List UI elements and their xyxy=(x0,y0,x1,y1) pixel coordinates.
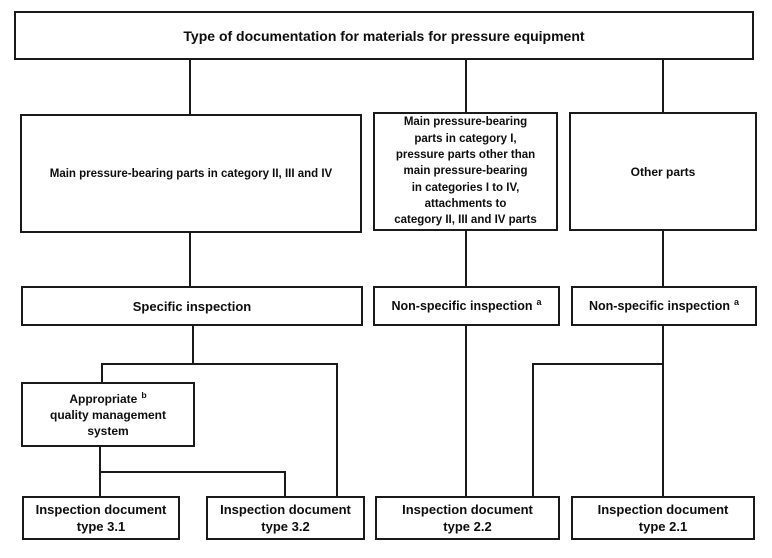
node-label: Main pressure-bearing parts in category … xyxy=(49,167,333,180)
node-other-parts: Other parts xyxy=(569,112,757,231)
connector-nonspecific-to-22 xyxy=(465,324,467,498)
node-label: Other parts xyxy=(630,164,696,179)
connector-right-to-nonspecific xyxy=(662,229,664,288)
connector-right-to-22 xyxy=(532,363,534,498)
node-label: Inspection document type 3.1 xyxy=(35,502,167,534)
connector-qm-split xyxy=(99,471,286,473)
node-title: Type of documentation for materials for … xyxy=(14,11,754,60)
title-label: Type of documentation for materials for … xyxy=(183,27,585,44)
connector-nonspecific-to-21 xyxy=(662,324,664,498)
node-label: Inspection document type 3.2 xyxy=(220,502,351,534)
footnote-marker-a: a xyxy=(733,296,739,307)
node-inspection-doc-2-2: Inspection document type 2.2 xyxy=(375,496,560,540)
connector-specific-to-32 xyxy=(336,363,338,498)
connector-specific-down xyxy=(192,326,194,365)
connector-right-split xyxy=(532,363,664,365)
node-label: Inspection document type 2.2 xyxy=(402,502,533,534)
node-label: Inspection document type 2.1 xyxy=(597,502,729,534)
connector-top-to-mid xyxy=(465,58,467,114)
footnote-marker-a: a xyxy=(536,296,542,307)
footnote-marker-b: b xyxy=(141,389,147,400)
node-label-text: Non-specific inspection xyxy=(391,299,533,313)
node-main-parts-cat-ii-iii-iv: Main pressure-bearing parts in category … xyxy=(20,114,362,233)
node-inspection-doc-3-2: Inspection document type 3.2 xyxy=(206,496,365,540)
node-label-text: Appropriate xyxy=(69,391,138,406)
connector-qm-to-32 xyxy=(284,471,286,498)
node-inspection-doc-3-1: Inspection document type 3.1 xyxy=(22,496,180,540)
connector-specific-split xyxy=(101,363,338,365)
connector-mid-to-nonspecific xyxy=(465,229,467,288)
node-main-parts-cat-i: Main pressure-bearing parts in category … xyxy=(373,112,558,231)
connector-to-qm xyxy=(101,363,103,384)
node-label-text: Non-specific inspection xyxy=(588,299,730,313)
node-label: Main pressure-bearing parts in category … xyxy=(394,116,537,227)
node-label-rest: quality management system xyxy=(49,407,167,438)
connector-top-to-left xyxy=(189,58,191,116)
node-label: Specific inspection xyxy=(132,298,252,314)
node-specific-inspection: Specific inspection xyxy=(21,286,363,326)
connector-top-to-right xyxy=(662,58,664,114)
connector-left-to-specific xyxy=(189,231,191,288)
node-inspection-doc-2-1: Inspection document type 2.1 xyxy=(571,496,755,540)
